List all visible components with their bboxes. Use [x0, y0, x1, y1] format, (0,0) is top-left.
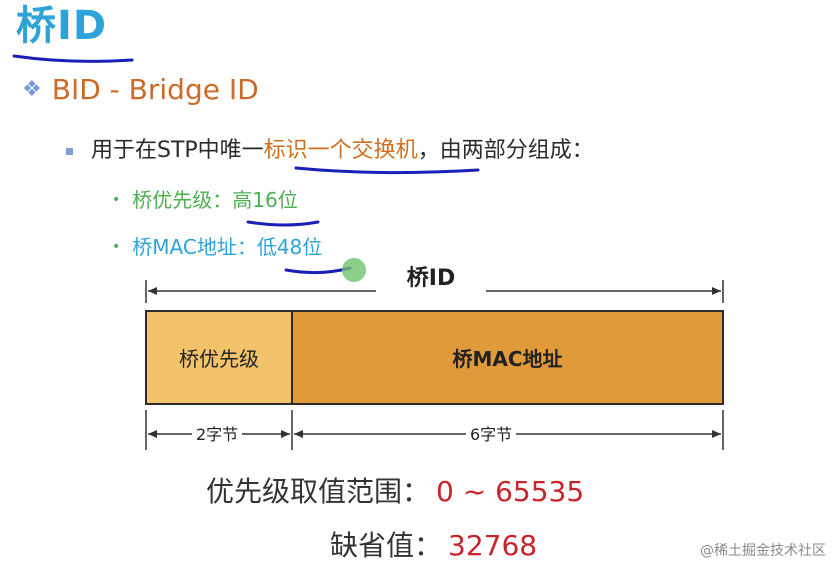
- priority-range-label: 优先级取值范围：: [206, 475, 431, 508]
- square-bullet-icon: [66, 147, 73, 155]
- bullet-priority-label: 桥优先级：: [132, 188, 233, 212]
- section-heading: ❖ BID - Bridge ID: [22, 72, 259, 108]
- priority-range-value: 0 ~ 65535: [436, 475, 585, 508]
- bullet-priority-value: 高16位: [232, 188, 298, 212]
- default-value: 缺省值： 32768: [330, 526, 537, 566]
- default-value-label: 缺省值：: [330, 529, 443, 562]
- sub-point-suffix: ，由两部分组成：: [417, 138, 594, 163]
- bullet-mac: • 桥MAC地址：低48位: [112, 232, 322, 262]
- mac-box-label: 桥MAC地址: [452, 347, 563, 371]
- priority-box: 桥优先级: [145, 310, 293, 405]
- sub-point: 用于在STP中唯一标识一个交换机，由两部分组成：: [66, 134, 594, 168]
- bullet-mac-label: 桥MAC地址：: [132, 235, 257, 259]
- priority-bytes-label: 2字节: [192, 422, 243, 448]
- priority-range: 优先级取值范围： 0 ~ 65535: [206, 472, 584, 512]
- bullet-mac-value: 低48位: [256, 235, 323, 259]
- bridge-id-label: 桥ID: [376, 264, 486, 294]
- sub-point-highlight: 标识一个交换机: [263, 138, 418, 163]
- slide-title: 桥ID: [16, 3, 108, 49]
- dot-bullet-icon: •: [112, 192, 121, 208]
- dot-bullet-icon: •: [112, 239, 121, 255]
- diamond-bullet-icon: ❖: [22, 77, 42, 102]
- mac-bytes-label: 6字节: [466, 422, 517, 448]
- bullet-priority: • 桥优先级：高16位: [112, 185, 298, 215]
- priority-box-label: 桥优先级: [179, 347, 259, 371]
- sub-point-prefix: 用于在STP中唯一: [91, 138, 264, 163]
- default-value-number: 32768: [448, 529, 538, 562]
- heading-text: BID - Bridge ID: [51, 73, 259, 106]
- mac-box: 桥MAC地址: [291, 310, 724, 405]
- watermark: @稀土掘金技术社区: [700, 543, 826, 559]
